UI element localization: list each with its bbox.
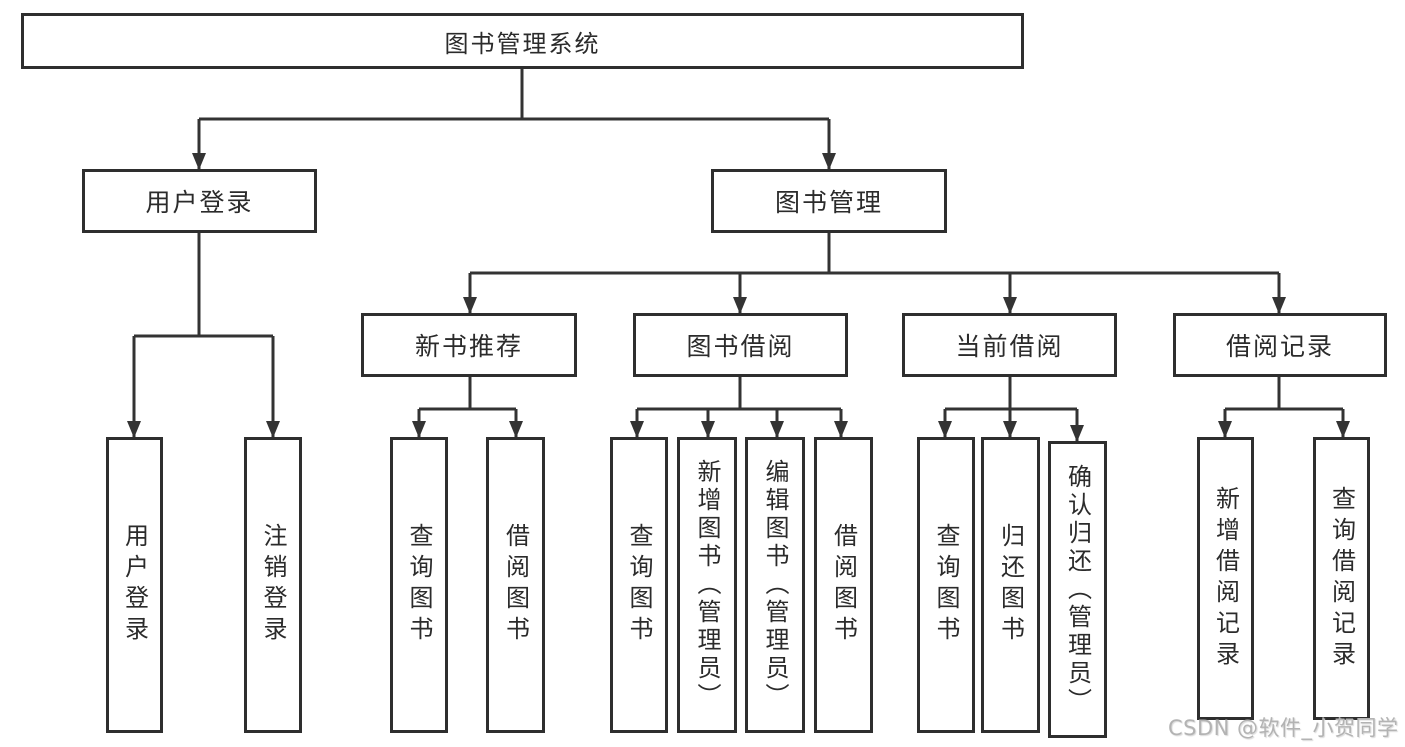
node-root-label: 图书管理系统: [444, 29, 601, 58]
node-login-group: 用户登录: [82, 169, 317, 233]
node-bb-add-book-admin: 新增图书（管理员）: [677, 437, 737, 733]
node-nb-borrow-book-label: 借阅图书: [501, 523, 530, 647]
node-user-login: 用户登录: [106, 437, 163, 733]
node-borrow-record-label: 借阅记录: [1225, 332, 1334, 361]
node-user-login-label: 用户登录: [120, 523, 149, 647]
node-nb-query-book: 查询图书: [390, 437, 448, 733]
node-current-borrow-label: 当前借阅: [955, 332, 1064, 361]
node-login-group-label: 用户登录: [145, 188, 254, 217]
node-nb-query-book-label: 查询图书: [405, 523, 433, 647]
node-book-management-label: 图书管理: [774, 188, 883, 217]
node-bb-add-book-admin-label: 新增图书（管理员）: [693, 459, 721, 711]
node-br-add-record-label: 新增借阅记录: [1211, 485, 1240, 672]
node-bb-edit-book-admin: 编辑图书（管理员）: [745, 437, 805, 733]
node-cb-confirm-return-admin-label: 确认归还（管理员）: [1063, 463, 1092, 716]
node-root: 图书管理系统: [21, 13, 1024, 69]
node-cb-query-book-label: 查询图书: [932, 523, 960, 647]
node-current-borrow: 当前借阅: [902, 313, 1117, 377]
node-new-book-recommend: 新书推荐: [361, 313, 577, 377]
node-cb-confirm-return-admin: 确认归还（管理员）: [1048, 441, 1107, 738]
node-bb-query-book-label: 查询图书: [625, 523, 653, 647]
node-book-management: 图书管理: [711, 169, 947, 233]
node-bb-edit-book-admin-label: 编辑图书（管理员）: [761, 459, 789, 711]
node-bb-borrow-book: 借阅图书: [814, 437, 873, 733]
node-cb-return-book: 归还图书: [981, 437, 1040, 733]
node-user-logout-label: 注销登录: [259, 523, 287, 647]
node-bb-borrow-book-label: 借阅图书: [829, 523, 858, 647]
node-nb-borrow-book: 借阅图书: [486, 437, 545, 733]
node-new-book-recommend-label: 新书推荐: [414, 332, 523, 361]
node-bb-query-book: 查询图书: [610, 437, 668, 733]
node-cb-return-book-label: 归还图书: [996, 523, 1025, 647]
node-br-add-record: 新增借阅记录: [1197, 437, 1254, 720]
node-book-borrow-label: 图书借阅: [686, 332, 795, 361]
node-user-logout: 注销登录: [244, 437, 302, 733]
node-br-query-record-label: 查询借阅记录: [1327, 485, 1356, 672]
node-cb-query-book: 查询图书: [917, 437, 975, 733]
node-book-borrow: 图书借阅: [633, 313, 848, 377]
node-br-query-record: 查询借阅记录: [1313, 437, 1370, 720]
csdn-watermark: CSDN @软件_小贺同学: [1168, 716, 1399, 740]
node-borrow-record: 借阅记录: [1173, 313, 1387, 377]
